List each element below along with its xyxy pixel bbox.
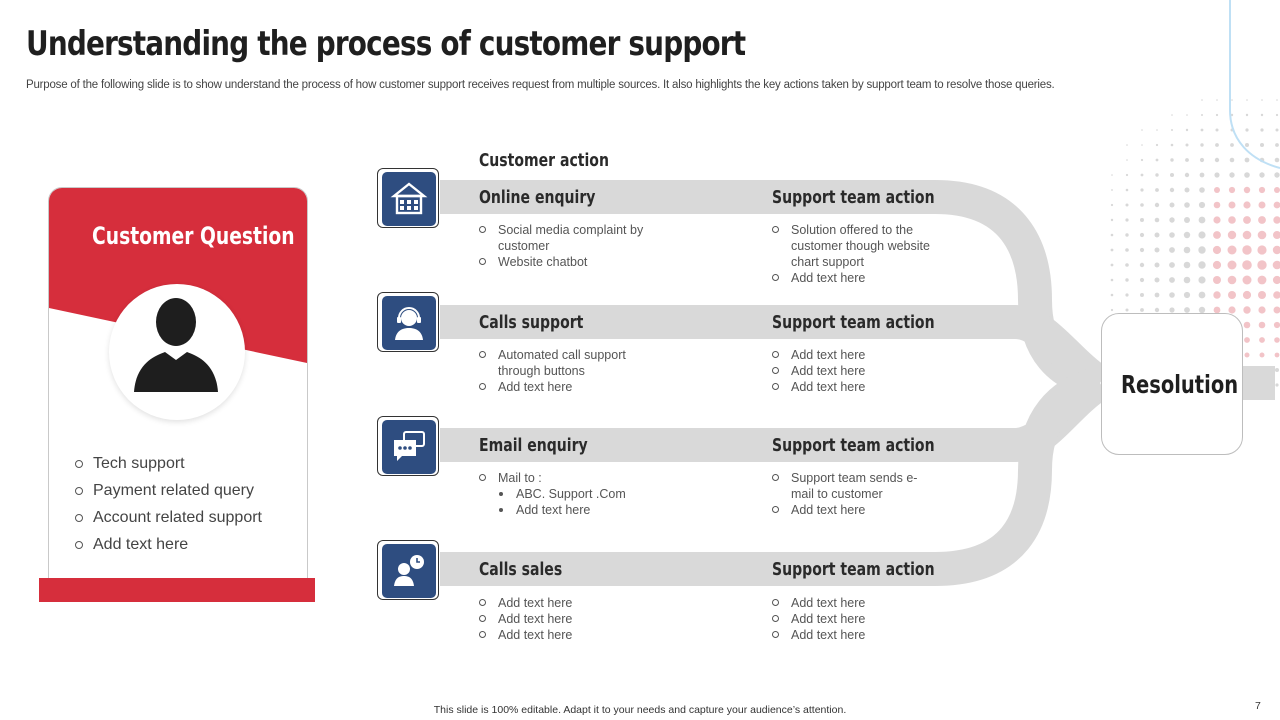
row-2-title: Calls support bbox=[479, 312, 584, 333]
card-red-header bbox=[49, 188, 307, 363]
list-item: Add text here bbox=[772, 611, 942, 627]
person-clock-icon bbox=[394, 555, 424, 586]
list-item: Solution offered to the customer though … bbox=[772, 222, 931, 270]
row-3-support-title: Support team action bbox=[772, 435, 935, 456]
list-item: Website chatbot bbox=[479, 254, 679, 270]
question-item: Payment related query bbox=[75, 481, 295, 508]
page-title: Understanding the process of customer su… bbox=[26, 24, 746, 64]
customer-action-label: Customer action bbox=[479, 150, 609, 171]
row-1-support-title: Support team action bbox=[772, 187, 935, 208]
row-1-title: Online enquiry bbox=[479, 187, 596, 208]
row-3-support-list: Support team sends e-mail to customer Ad… bbox=[772, 470, 942, 518]
list-item: Add text here bbox=[772, 627, 942, 643]
question-item: Add text here bbox=[75, 535, 295, 562]
row-4-customer-list: Add text here Add text here Add text her… bbox=[479, 595, 679, 643]
list-item: Add text here bbox=[772, 270, 942, 286]
resolution-box bbox=[1101, 313, 1243, 455]
row-2-icon-box bbox=[377, 292, 439, 352]
list-item: Add text here bbox=[479, 611, 679, 627]
question-item: Account related support bbox=[75, 508, 295, 535]
row-2-customer-list: Automated call support through buttons A… bbox=[479, 347, 679, 395]
avatar-circle bbox=[109, 284, 245, 420]
list-item: Add text here bbox=[772, 363, 942, 379]
row-3-title: Email enquiry bbox=[479, 435, 588, 456]
row-4-support-title: Support team action bbox=[772, 559, 935, 580]
row-4-support-list: Add text here Add text here Add text her… bbox=[772, 595, 942, 643]
list-item: Add text here bbox=[479, 627, 679, 643]
row-3-customer-list: Mail to : ABC. Support .Com Add text her… bbox=[479, 470, 679, 518]
person-silhouette-icon bbox=[134, 298, 218, 392]
row-2-support-list: Add text here Add text here Add text her… bbox=[772, 347, 942, 395]
customer-question-list: Tech support Payment related query Accou… bbox=[75, 454, 295, 562]
row-3-icon-box bbox=[377, 416, 439, 476]
question-item: Tech support bbox=[75, 454, 295, 481]
page-subtitle: Purpose of the following slide is to sho… bbox=[26, 79, 1055, 91]
row-2-support-title: Support team action bbox=[772, 312, 935, 333]
list-item: Add text here bbox=[772, 347, 942, 363]
row-4-title: Calls sales bbox=[479, 559, 563, 580]
card-base-stand bbox=[39, 578, 315, 602]
footer-note: This slide is 100% editable. Adapt it to… bbox=[433, 704, 847, 716]
chat-bubbles-icon bbox=[394, 431, 425, 461]
list-item: Social media complaint by customer bbox=[479, 222, 648, 254]
list-item: Add text here bbox=[479, 595, 679, 611]
list-item: Mail to : bbox=[479, 470, 679, 486]
resolution-label: Resolution bbox=[1121, 370, 1239, 399]
list-subitem: ABC. Support .Com bbox=[479, 486, 679, 502]
list-item: Add text here bbox=[772, 502, 942, 518]
customer-question-title: Customer Question bbox=[92, 222, 295, 250]
page-number: 7 bbox=[1255, 700, 1261, 712]
building-icon bbox=[390, 182, 428, 215]
list-subitem: Add text here bbox=[479, 502, 679, 518]
connector-row-4 bbox=[440, 366, 1105, 586]
customer-question-card: Tech support Payment related query Accou… bbox=[48, 187, 308, 589]
row-1-support-list: Solution offered to the customer though … bbox=[772, 222, 942, 286]
row-4-icon-box bbox=[377, 540, 439, 600]
list-item: Support team sends e-mail to customer bbox=[772, 470, 926, 502]
headset-person-icon bbox=[395, 307, 423, 340]
list-item: Add text here bbox=[772, 595, 942, 611]
list-item: Automated call support through buttons bbox=[479, 347, 648, 379]
row-1-customer-list: Social media complaint by customer Websi… bbox=[479, 222, 679, 270]
row-1-icon-box bbox=[377, 168, 439, 228]
list-item: Add text here bbox=[479, 379, 679, 395]
list-item: Add text here bbox=[772, 379, 942, 395]
